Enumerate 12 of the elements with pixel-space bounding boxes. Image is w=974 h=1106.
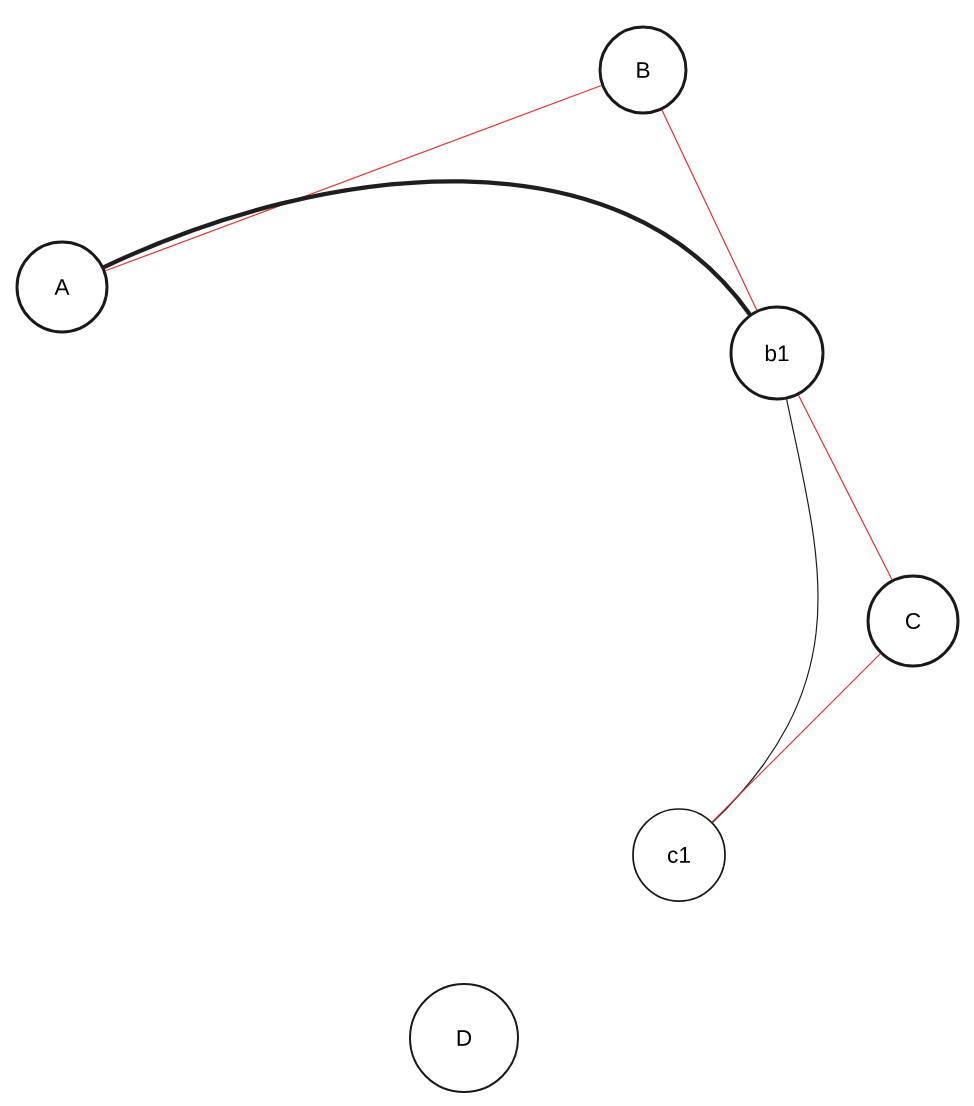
circle-node: b1 [729,305,825,401]
connector-line [797,394,893,581]
circle-node: B [598,25,688,115]
circle-node: A [15,240,109,334]
connector-line [104,84,602,272]
connector-line [711,653,881,823]
connector-line [101,179,752,317]
connector-line [712,398,819,824]
circle-node: D [409,983,519,1093]
circle-node: c1 [632,808,726,902]
connector-line [661,109,758,311]
circle-node: C [866,574,960,668]
